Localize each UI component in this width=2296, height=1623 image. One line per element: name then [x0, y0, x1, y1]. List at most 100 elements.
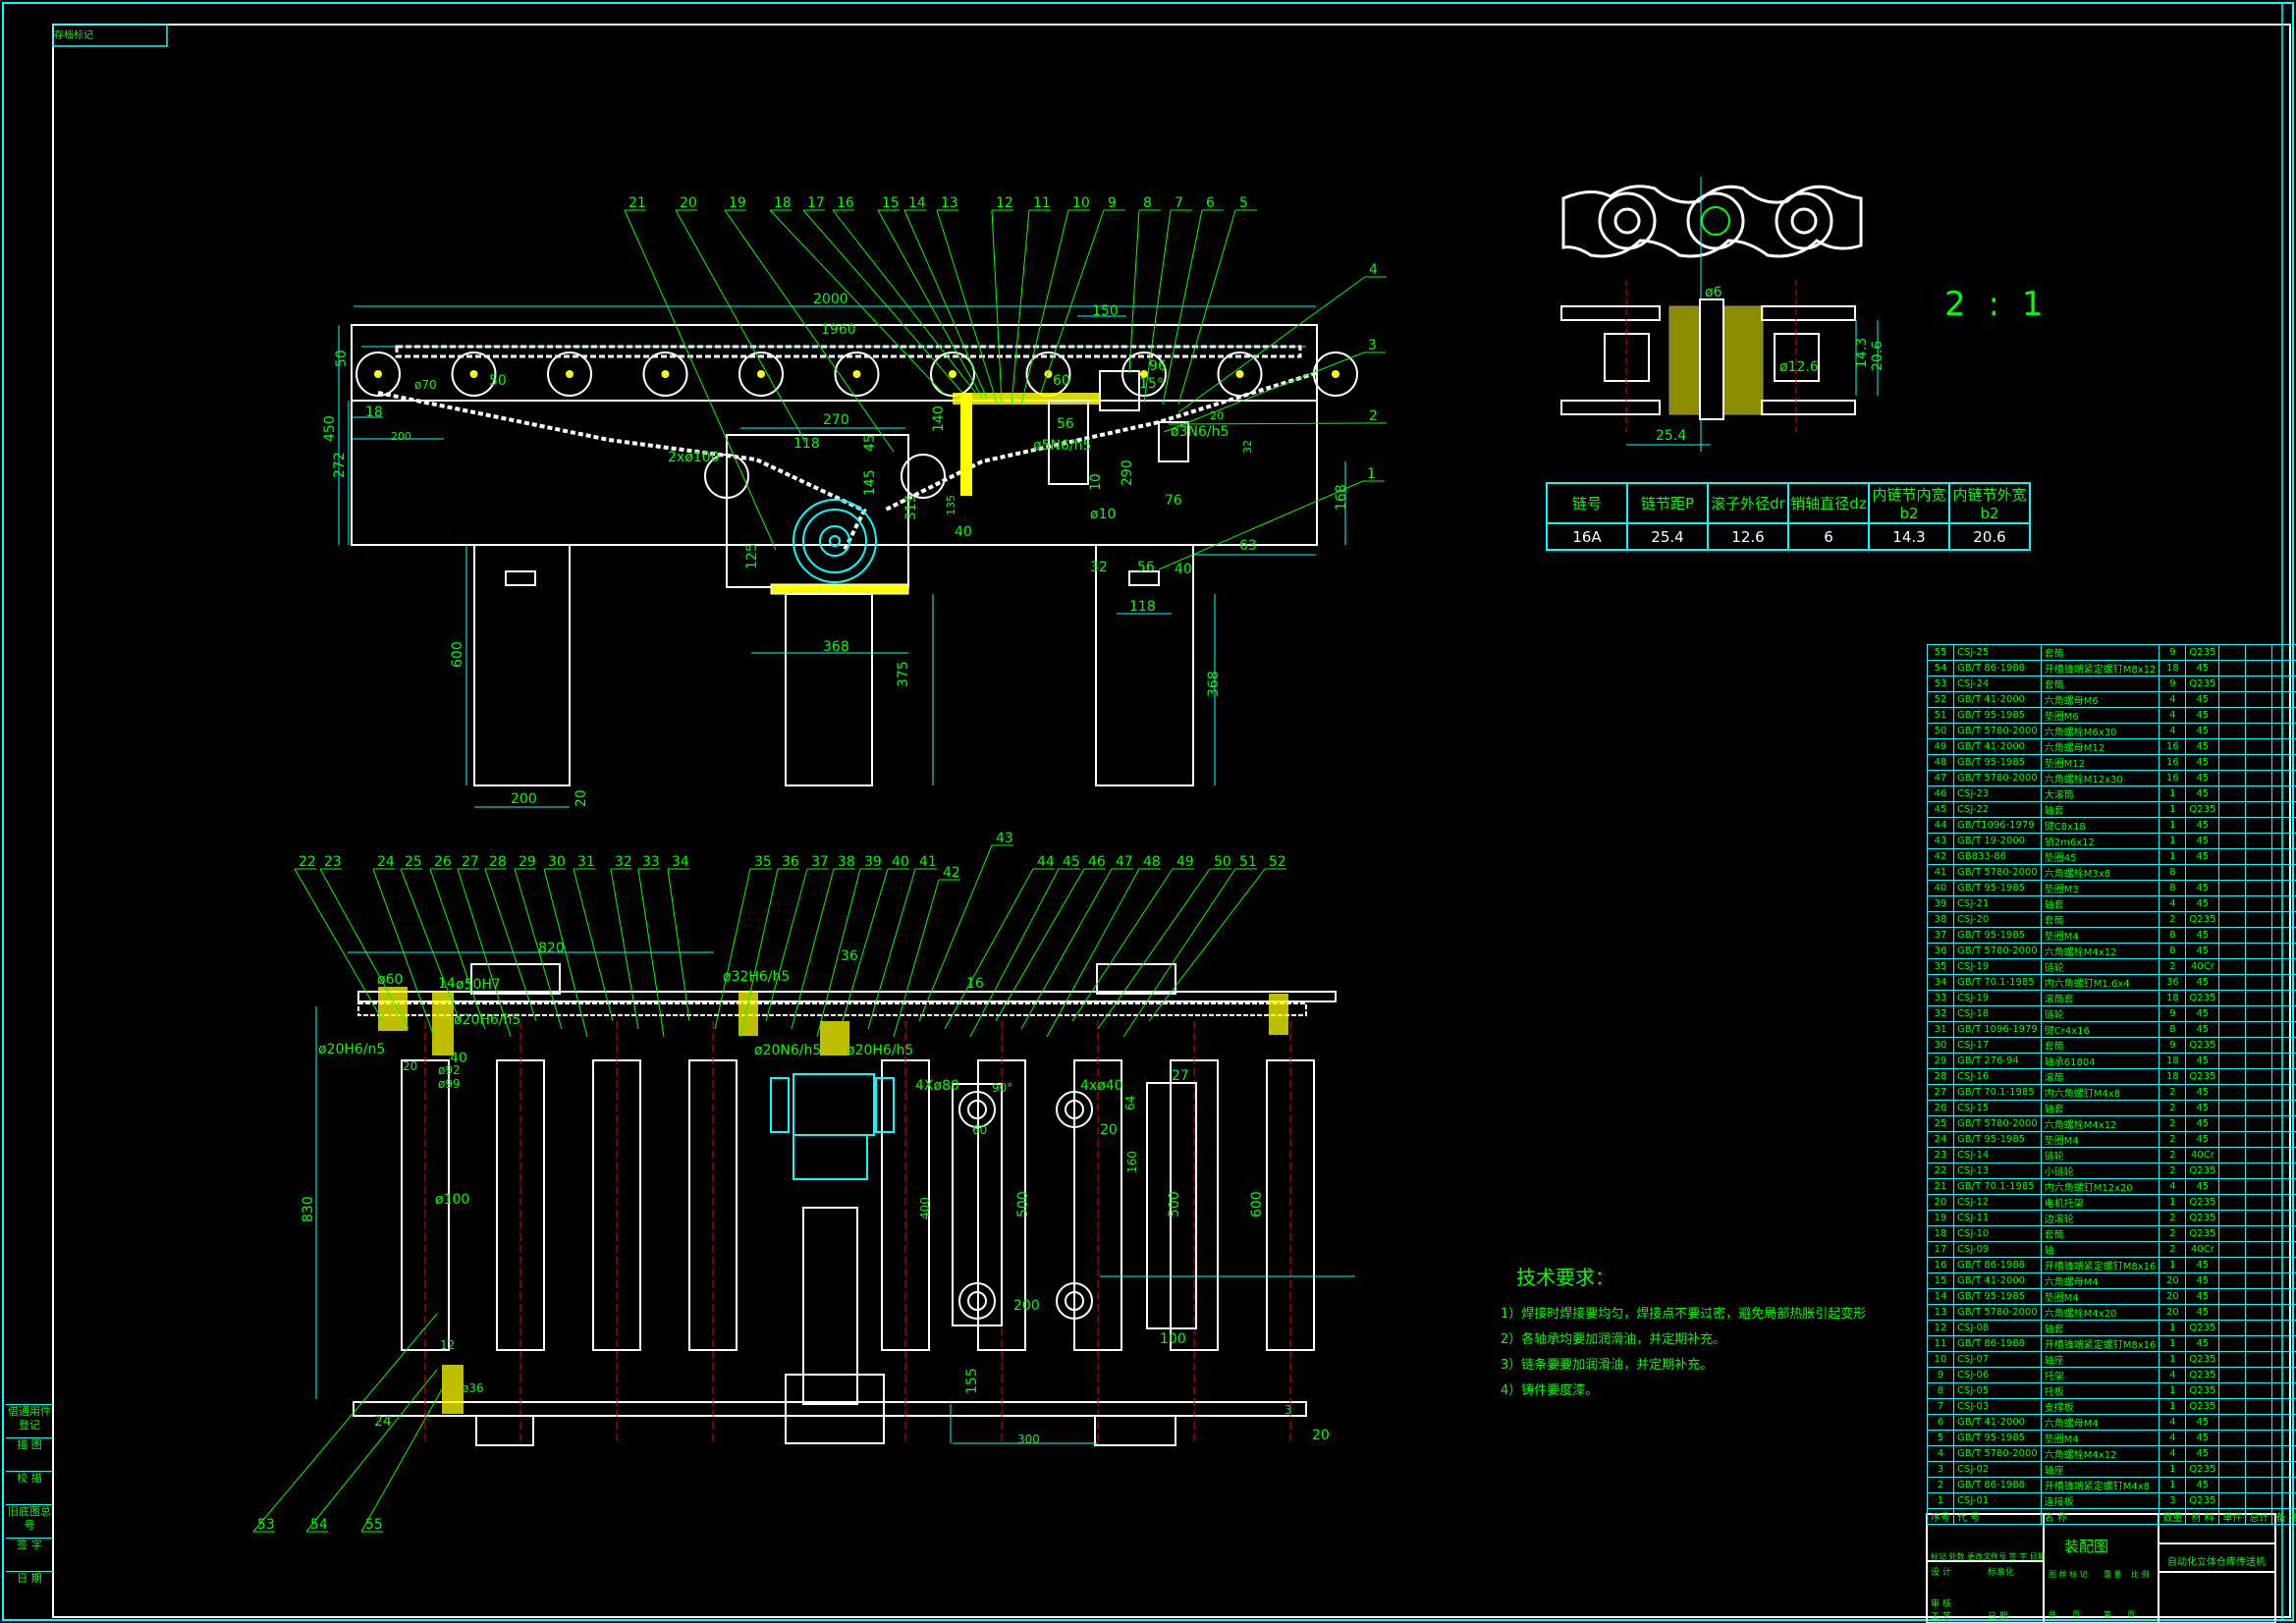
leader-line [372, 868, 435, 1038]
leader-line [305, 1369, 438, 1533]
right-leg [1095, 544, 1194, 786]
svg-text:15°: 15° [1139, 376, 1164, 392]
part-callout: 22 [299, 854, 316, 870]
svg-text:40: 40 [450, 1051, 467, 1066]
part-callout: 47 [1116, 854, 1133, 870]
svg-text:118: 118 [793, 436, 820, 452]
svg-text:ø5N6/h5: ø5N6/h5 [1033, 438, 1091, 454]
note-cell: 借通用件登记 [6, 1404, 53, 1437]
svg-text:300: 300 [1017, 1433, 1040, 1446]
part-callout: 39 [864, 854, 882, 870]
leader-line [1148, 868, 1266, 1022]
leader-line [1177, 276, 1366, 413]
leader-line [457, 868, 512, 1038]
part-callout: 18 [774, 195, 792, 211]
note-cell: 校 描 [6, 1471, 53, 1504]
roller-axle [1332, 370, 1339, 378]
svg-text:272: 272 [332, 452, 348, 478]
svg-text:25.4: 25.4 [1656, 428, 1686, 444]
part-callout: 46 [1088, 854, 1106, 870]
svg-text:56: 56 [1137, 560, 1155, 575]
roller-axle [757, 370, 765, 378]
review-label: 审 核 [1931, 1599, 1951, 1609]
svg-text:500: 500 [1167, 1191, 1182, 1217]
svg-text:24: 24 [374, 1414, 392, 1430]
svg-text:125: 125 [744, 543, 760, 569]
svg-text:ø99: ø99 [438, 1077, 461, 1091]
leader-line [667, 868, 690, 1022]
leader-line [944, 868, 1034, 1030]
total-sheets-label: 共 页 [2049, 1610, 2080, 1619]
svg-text:60: 60 [1053, 373, 1070, 389]
svg-text:60: 60 [972, 1123, 987, 1137]
part-callout: 40 [892, 854, 909, 870]
part-callout: 53 [257, 1517, 275, 1533]
bom-header: 序号 代 号 名 称 数量 材 料 单件 总计 备 注 [1927, 1508, 2296, 1525]
flange-bearing [967, 1291, 987, 1311]
svg-text:ø36: ø36 [462, 1381, 484, 1395]
svg-text:36: 36 [841, 948, 858, 964]
standard-label: 标准化 [1988, 1568, 2015, 1578]
note-cell: 描 图 [6, 1437, 53, 1471]
leader-line [1046, 868, 1140, 1038]
note-cell: 签 字 [6, 1538, 53, 1571]
roller-axle [949, 370, 957, 378]
svg-text:40: 40 [955, 524, 972, 540]
leader-line [360, 1388, 443, 1533]
leader-line [610, 868, 639, 1030]
svg-text:400: 400 [918, 1197, 932, 1219]
leader-line [484, 868, 537, 1022]
revision-label: 标记 处数 更改文件号 签 字 日期 [1931, 1552, 2046, 1561]
rollers-group [355, 352, 1358, 397]
leader-line [991, 209, 1003, 404]
leader-line [1158, 480, 1364, 570]
leader-line [1020, 868, 1113, 1030]
roller-axle [374, 370, 382, 378]
svg-text:27: 27 [1172, 1068, 1189, 1084]
svg-text:ø50H7: ø50H7 [456, 977, 501, 993]
leader-line [893, 879, 940, 1038]
leader-line [294, 868, 384, 1022]
part-callout: 28 [489, 854, 507, 870]
technical-requirements: 技术要求： 1）焊接时焊接要均匀，焊接点不要过密，避免局部热胀引起变形 2）各轴… [1501, 1265, 1866, 1404]
drawing-title: 自动化立体仓库传送机 [2167, 1557, 2266, 1568]
part-callout: 9 [1108, 195, 1117, 211]
chain-pin [1699, 298, 1724, 420]
stage-label: 图 样 标 记 [2049, 1570, 2088, 1579]
svg-text:ø20N6/h5: ø20N6/h5 [754, 1043, 821, 1058]
top-chain [395, 345, 1302, 358]
part-callout: 5 [1239, 195, 1248, 211]
svg-text:20.6: 20.6 [1870, 341, 1886, 371]
part-callout: 27 [462, 854, 479, 870]
part-callout: 26 [434, 854, 452, 870]
svg-text:315: 315 [903, 494, 919, 520]
left-leg [473, 544, 571, 786]
roller [355, 352, 401, 397]
leader-line [1143, 209, 1172, 404]
part-callout: 25 [405, 854, 422, 870]
leader-line [1168, 422, 1366, 425]
left-margin-notes: 借通用件登记 描 图 校 描 旧底图总号 签 字 日 期 [6, 1404, 53, 1604]
part-callout: 32 [615, 854, 632, 870]
